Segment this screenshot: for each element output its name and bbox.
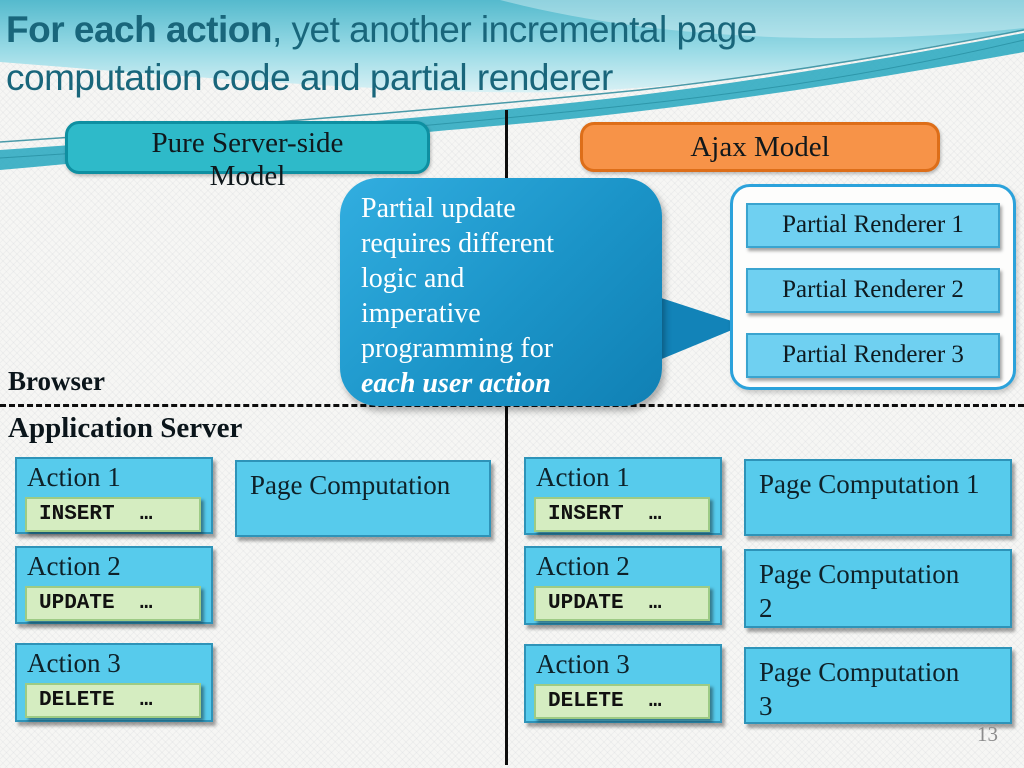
partial-renderer-2-box: Partial Renderer 2 (746, 268, 1000, 313)
server-side-action-3-box: Action 3 DELETE … (15, 643, 213, 722)
callout-line: programming for (361, 333, 554, 364)
partial-renderer-1-box: Partial Renderer 1 (746, 203, 1000, 248)
ajax-page-computation-1-box: Page Computation 1 (744, 459, 1012, 536)
action-sql-update: UPDATE … (534, 586, 710, 621)
callout-line: logic and (361, 263, 465, 294)
action-label: Action 3 (27, 648, 121, 678)
action-label: Action 1 (27, 462, 121, 492)
slide-title: For each action, yet another incremental… (6, 6, 1006, 102)
server-side-action-2-box: Action 2 UPDATE … (15, 546, 213, 624)
action-sql-update: UPDATE … (25, 586, 201, 621)
partial-renderers-group: Partial Renderer 1 Partial Renderer 2 Pa… (730, 184, 1016, 390)
action-label: Action 1 (536, 462, 630, 492)
server-side-model-line1: Pure Server-side (151, 127, 344, 159)
browser-tier-label: Browser (8, 366, 105, 396)
ajax-action-2-box: Action 2 UPDATE … (524, 546, 722, 625)
page-computation-line1: Page Computation 1 (759, 469, 980, 499)
action-sql-insert: INSERT … (25, 497, 201, 532)
page-computation-line1: Page Computation (759, 559, 960, 589)
callout-emphasis: each user action (361, 368, 551, 399)
title-rest-segment: , yet another incremental page (271, 9, 757, 50)
application-server-tier-label: Application Server (8, 412, 243, 444)
page-computation-line1: Page Computation (759, 657, 960, 687)
ajax-action-3-box: Action 3 DELETE … (524, 644, 722, 723)
page-computation-line2: 2 (759, 593, 773, 623)
page-computation-line2: 3 (759, 691, 773, 721)
action-sql-insert: INSERT … (534, 497, 710, 532)
server-side-model-line2: Model (209, 160, 286, 192)
ajax-page-computation-2-box: Page Computation 2 (744, 549, 1012, 628)
server-side-model-header: Pure Server-side Model (65, 121, 430, 192)
callout-bubble: Partial update requires different logic … (340, 178, 662, 406)
callout-tail (652, 295, 744, 363)
action-sql-delete: DELETE … (25, 683, 201, 718)
ajax-model-header: Ajax Model (580, 122, 940, 172)
callout-line: requires different (361, 228, 555, 259)
action-label: Action 3 (536, 649, 630, 679)
ajax-action-1-box: Action 1 INSERT … (524, 457, 722, 535)
column-divider-line (505, 110, 508, 765)
page-computation-label: Page Computation (250, 470, 451, 500)
title-line2: computation code and partial renderer (6, 57, 613, 98)
title-bold-segment: For each action (6, 9, 272, 50)
action-label: Action 2 (27, 551, 121, 581)
ajax-page-computation-3-box: Page Computation 3 (744, 647, 1012, 724)
server-side-action-1-box: Action 1 INSERT … (15, 457, 213, 534)
ajax-model-label: Ajax Model (690, 130, 830, 163)
action-label: Action 2 (536, 551, 630, 581)
partial-renderer-3-box: Partial Renderer 3 (746, 333, 1000, 378)
page-number: 13 (977, 722, 998, 746)
callout-line: Partial update (361, 193, 516, 224)
action-sql-delete: DELETE … (534, 684, 710, 719)
server-side-page-computation-box: Page Computation (235, 460, 491, 537)
callout-line: imperative (361, 298, 481, 329)
